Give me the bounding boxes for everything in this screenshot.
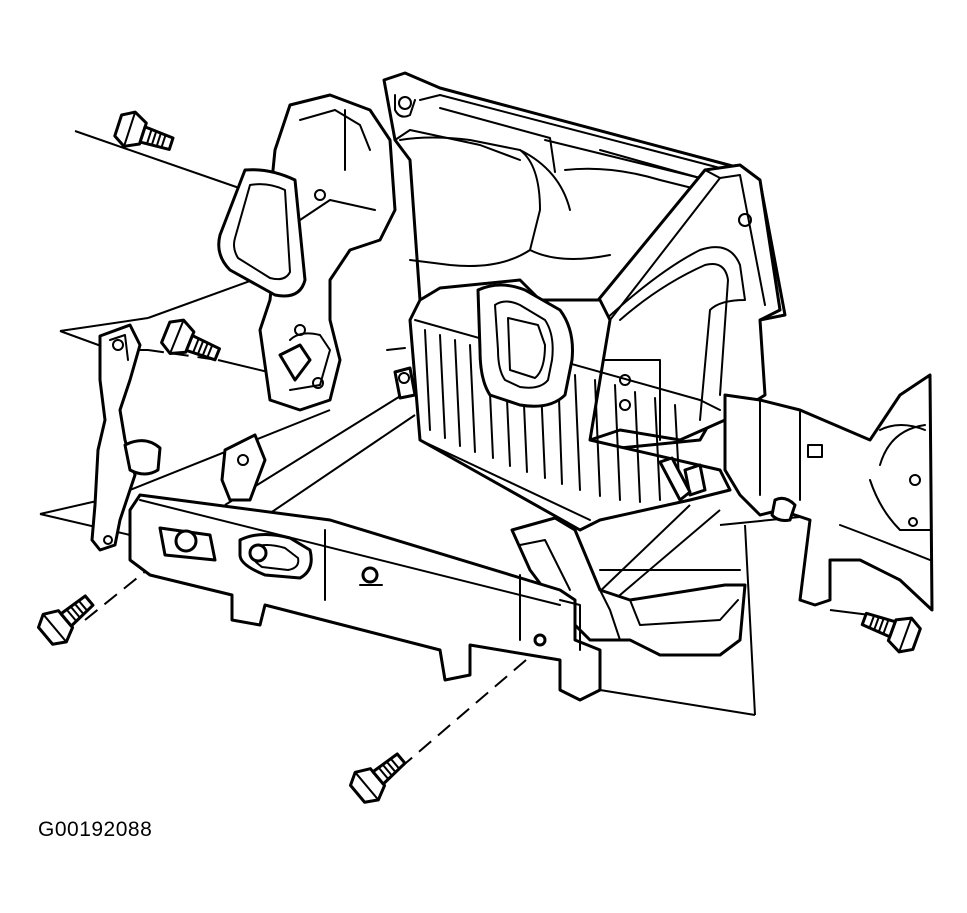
left-mount-bracket <box>217 93 397 412</box>
center-small-brackets <box>220 343 312 502</box>
front-cross-rail <box>128 493 602 702</box>
left-upright-bracket <box>90 323 162 552</box>
figure-id-label: G00192088 <box>38 818 153 841</box>
main-module-core <box>386 278 732 532</box>
hex-bolt-icon <box>160 318 221 362</box>
right-side-extension <box>658 373 934 612</box>
hex-bolt-icon <box>113 110 175 151</box>
hex-bolt-icon <box>860 611 922 654</box>
hex-bolt-icon <box>36 594 95 646</box>
hex-bolt-icon <box>348 752 407 804</box>
right-frame-brace <box>588 163 782 442</box>
